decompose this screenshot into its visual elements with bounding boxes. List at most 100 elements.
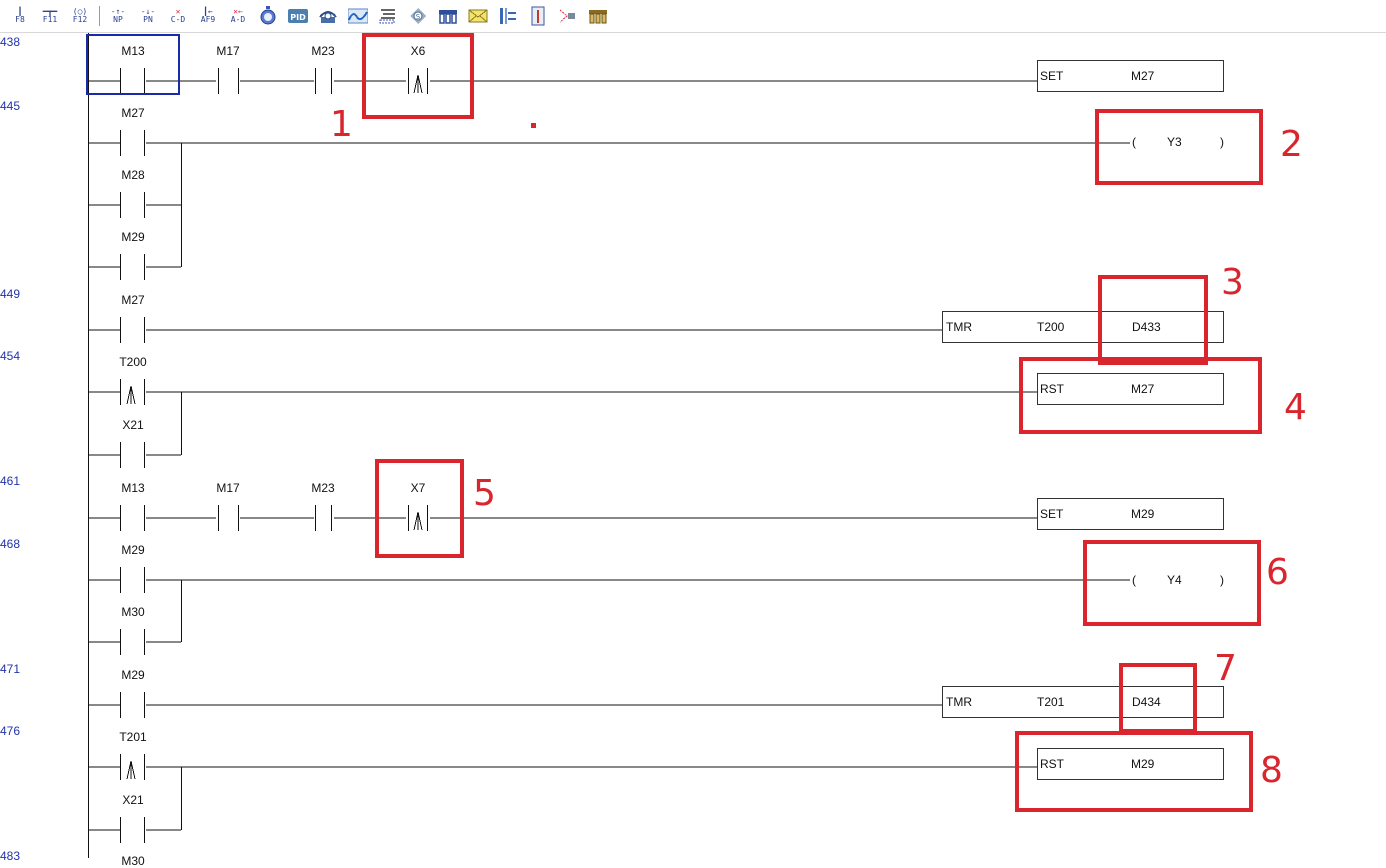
convert-icon [559,9,575,23]
np-rising-edge-button[interactable]: -↑-NP [110,7,126,24]
ladder-diagram: 438 445 449 454 461 468 471 476 483 M13 … [0,33,1386,868]
t201-rising-edge-icon [126,760,136,780]
f8-contact-button[interactable]: ┃F8 [15,7,25,24]
annotation-box-4 [1019,357,1262,434]
contact-label[interactable]: M13 [121,481,145,495]
svg-text:S: S [416,13,421,21]
line-insert-icon: ━┳━ [42,7,58,16]
contact-label[interactable]: M28 [121,168,145,182]
network-button[interactable] [318,4,338,28]
contact-label[interactable]: M23 [311,481,335,495]
waveform-button[interactable] [348,4,368,28]
annotation-box-2 [1095,109,1263,185]
contact-label[interactable]: M27 [121,293,145,307]
set-instruction-box[interactable]: SET M27 [1037,60,1224,92]
module-button[interactable] [438,4,458,28]
s-badge-icon: S [410,8,426,24]
annotation-dot [531,123,536,128]
thermometer-button[interactable] [528,4,548,28]
network-icon [319,11,337,23]
ladder-io-button[interactable] [498,4,518,28]
rst-instruction-box[interactable]: RST M29 [1037,748,1224,780]
annotation-box-8 [1015,731,1253,812]
contact-label[interactable]: X21 [122,793,144,807]
step-number: 454 [0,349,21,363]
annotation-box-6 [1083,540,1261,626]
convert-button[interactable] [558,4,578,28]
contact-label[interactable]: X21 [122,418,144,432]
svg-text:PID: PID [290,13,306,22]
pn-falling-edge-button[interactable]: -↓-PN [140,7,156,24]
module-icon [439,10,457,24]
contact-label[interactable]: M17 [216,44,240,58]
x6-rising-edge-icon [413,74,423,94]
pid-button[interactable]: PID [288,4,308,28]
contact-label[interactable]: M30 [121,605,145,619]
list-button[interactable] [378,4,398,28]
rung-1-contacts [120,68,428,94]
step-number: 449 [0,287,21,301]
annotation-number: 4 [1284,387,1307,428]
f12-coil-button[interactable]: (○)F12 [72,7,88,24]
step-number: 471 [0,662,21,676]
ad-delete-line-button[interactable]: ✕←A-D [230,7,246,24]
t200-rising-edge-icon [126,385,136,405]
contact-label[interactable]: M27 [121,106,145,120]
annotation-box-7 [1119,663,1197,733]
x7-rising-edge-icon [413,511,423,531]
set-instruction-box[interactable]: SET M29 [1037,498,1224,530]
m27-contact [120,130,145,156]
tmr-instruction-box[interactable]: TMR T200 D433 [942,311,1224,343]
rising-edge-icon: -↑- [110,7,126,16]
annotation-number: 6 [1266,552,1289,593]
mail-button[interactable] [468,4,488,28]
coil-insert-icon: (○) [72,7,88,16]
annotation-number: 8 [1260,750,1283,791]
step-number: 476 [0,724,21,738]
annotation-number: 5 [473,473,496,514]
contact-insert-icon: ┃ [17,7,23,16]
timer-button[interactable] [258,4,278,28]
step-number: 468 [0,537,21,551]
mail-icon [468,9,488,23]
contact-label[interactable]: M29 [121,230,145,244]
stopwatch-icon [260,6,276,25]
annotation-number: 3 [1221,262,1244,303]
module-gold-icon [589,10,607,24]
annotation-box-3 [1098,275,1208,365]
contact-label[interactable]: M23 [311,44,335,58]
tmr-instruction-box[interactable]: TMR T201 D434 [942,686,1224,718]
toolbar-separator [99,6,100,26]
module-gold-button[interactable] [588,4,608,28]
list-icon [379,9,395,24]
annotation-number: 1 [330,104,353,145]
step-number: 438 [0,35,21,49]
contact-label[interactable]: M29 [121,543,145,557]
contact-label[interactable]: T201 [119,730,147,744]
annotation-box-1 [362,33,474,119]
contact-label[interactable]: T200 [119,355,147,369]
s-button[interactable]: S [408,4,428,28]
step-number: 461 [0,474,21,488]
ladder-io-icon [500,8,516,24]
thermometer-icon [531,6,545,26]
contact-label[interactable]: M30 [121,854,145,868]
annotation-number: 2 [1280,124,1303,165]
contact-label[interactable]: X7 [410,481,426,495]
delete-line-icon: ✕← [233,7,243,16]
contact-label[interactable]: X6 [410,44,426,58]
cell-cursor[interactable] [86,34,180,95]
annotation-number: 7 [1214,648,1237,689]
ladder-wiring [88,33,1130,858]
falling-edge-icon: -↓- [140,7,156,16]
rst-instruction-box[interactable]: RST M27 [1037,373,1224,405]
delete-contact-icon: ✕ [175,7,181,16]
step-number: 445 [0,99,21,113]
waveform-icon [348,8,368,24]
contact-label[interactable]: M13 [121,44,145,58]
f11-line-button[interactable]: ━┳━F11 [42,7,58,24]
cd-delete-button[interactable]: ✕C-D [170,7,186,24]
contact-label[interactable]: M29 [121,668,145,682]
contact-label[interactable]: M17 [216,481,240,495]
af9-vertical-button[interactable]: ┃←AF9 [200,7,216,24]
